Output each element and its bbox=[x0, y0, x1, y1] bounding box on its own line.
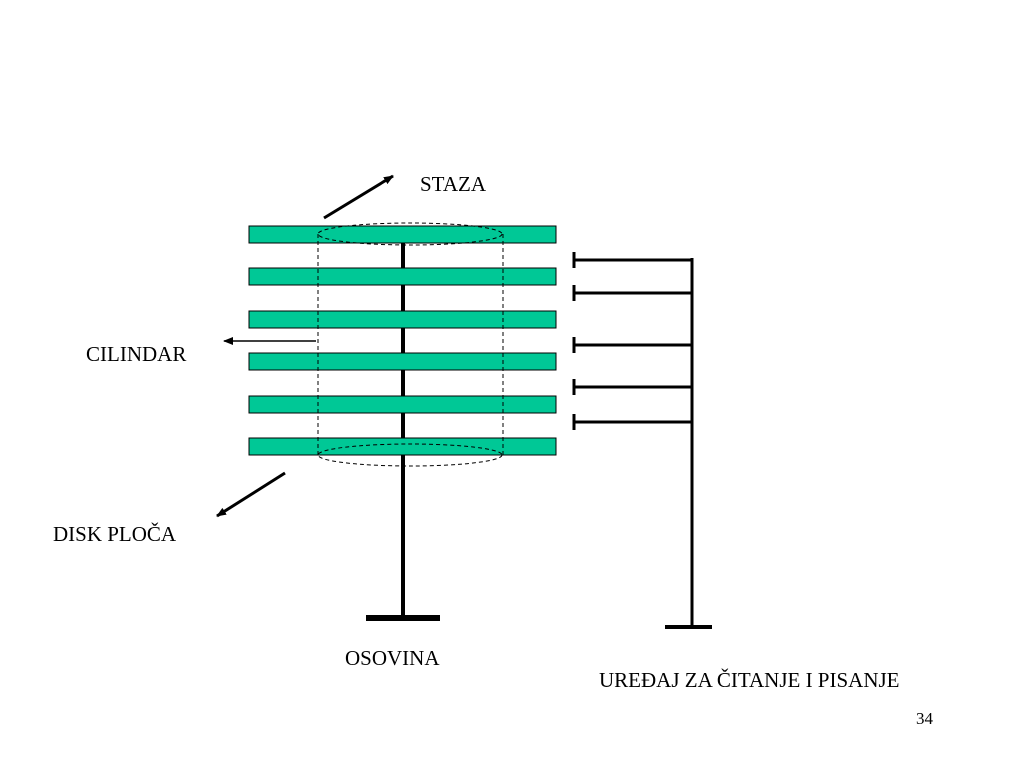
cylinder-top-ellipse bbox=[317, 222, 503, 246]
head-arms bbox=[572, 252, 692, 430]
platter-arrow bbox=[216, 471, 286, 518]
platter-1 bbox=[248, 225, 557, 244]
cylinder-label: CILINDAR bbox=[86, 342, 187, 366]
track-arrow bbox=[323, 174, 394, 220]
cylinder-outline bbox=[317, 222, 504, 467]
platter-6 bbox=[248, 437, 557, 456]
page-number: 34 bbox=[916, 709, 933, 728]
platter-2 bbox=[248, 267, 557, 286]
track-label: STAZA bbox=[420, 172, 486, 196]
platter-5 bbox=[248, 395, 557, 414]
platter-4 bbox=[248, 352, 557, 371]
platter-3 bbox=[248, 310, 557, 329]
platter-label: DISK PLOČA bbox=[53, 522, 177, 546]
spindle-label: OSOVINA bbox=[345, 646, 440, 670]
head-assembly-label: UREĐAJ ZA ČITANJE I PISANJE bbox=[599, 668, 900, 692]
cylinder-bottom-ellipse bbox=[317, 443, 503, 467]
